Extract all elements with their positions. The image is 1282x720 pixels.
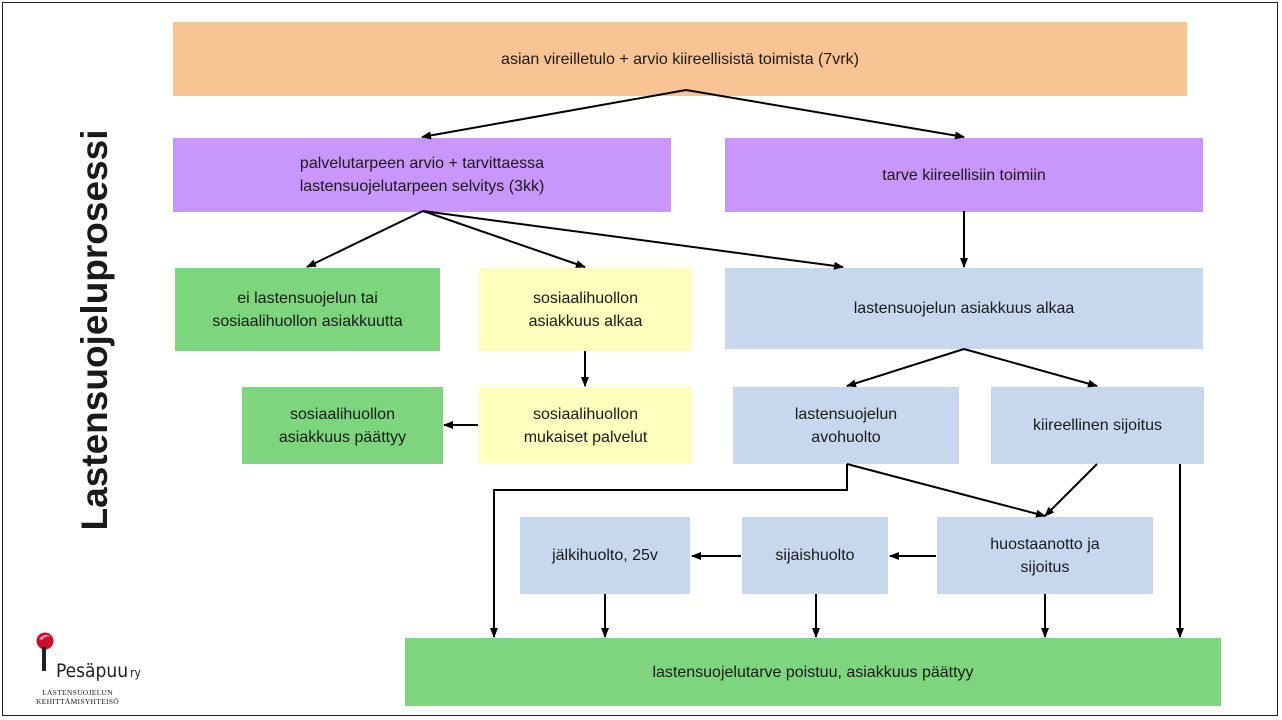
logo-subtitle: LASTENSUOJELUN KEHITTÄMISYHTEISÖ bbox=[36, 688, 119, 706]
arrow-palvelutarve-ei-asiakkuutta bbox=[306, 210, 424, 268]
node-kiir-sijoitus: kiireellinen sijoitus bbox=[991, 387, 1204, 464]
node-sos-alkaa: sosiaalihuollon asiakkuus alkaa bbox=[479, 268, 692, 351]
arrow-vireilletulo-kiireellisiin bbox=[685, 89, 965, 140]
node-sijaishuolto: sijaishuolto bbox=[742, 517, 888, 594]
logo-subtitle-line-2: KEHITTÄMISYHTEISÖ bbox=[36, 697, 120, 706]
node-jalkihuolto: jälkihuolto, 25v bbox=[520, 517, 690, 594]
node-poistuu: lastensuojelutarve poistuu, asiakkuus pä… bbox=[405, 638, 1221, 706]
arrow-palvelutarve-ls-alkaa bbox=[422, 210, 844, 270]
node-huostaanotto: huostaanotto ja sijoitus bbox=[937, 517, 1153, 594]
node-sos-paattyy: sosiaalihuollon asiakkuus päättyy bbox=[242, 387, 443, 464]
tree-icon bbox=[36, 632, 54, 671]
node-palvelutarve: palvelutarpeen arvio + tarvittaessa last… bbox=[173, 138, 671, 212]
logo-ry: ry bbox=[130, 666, 141, 680]
arrow-ls-alkaa-avohuolto bbox=[846, 348, 965, 388]
arrow-avohuolto-poistuu bbox=[490, 464, 848, 638]
arrow-ls-alkaa-kiir-sijoitus bbox=[963, 348, 1098, 388]
node-kiireellisiin: tarve kiireellisiin toimiin bbox=[725, 138, 1203, 212]
arrow-vireilletulo-palvelutarve bbox=[421, 89, 687, 140]
logo-name-text: Pesäpuu bbox=[56, 660, 129, 682]
arrow-kiir-sijoitus-huostaanotto bbox=[1044, 463, 1098, 517]
node-sos-palvelut: sosiaalihuollon mukaiset palvelut bbox=[479, 387, 692, 464]
node-ls-alkaa: lastensuojelun asiakkuus alkaa bbox=[725, 268, 1203, 349]
node-ei-asiakkuutta: ei lastensuojelun tai sosiaalihuollon as… bbox=[175, 268, 440, 351]
arrow-avohuolto-huostaanotto bbox=[846, 463, 1046, 518]
node-vireilletulo: asian vireilletulo + arvio kiireellisist… bbox=[173, 22, 1187, 96]
arrow-palvelutarve-sos-alkaa bbox=[422, 210, 586, 268]
node-avohuolto: lastensuojelun avohuolto bbox=[733, 387, 959, 464]
logo-subtitle-line-1: LASTENSUOJELUN bbox=[42, 688, 113, 697]
